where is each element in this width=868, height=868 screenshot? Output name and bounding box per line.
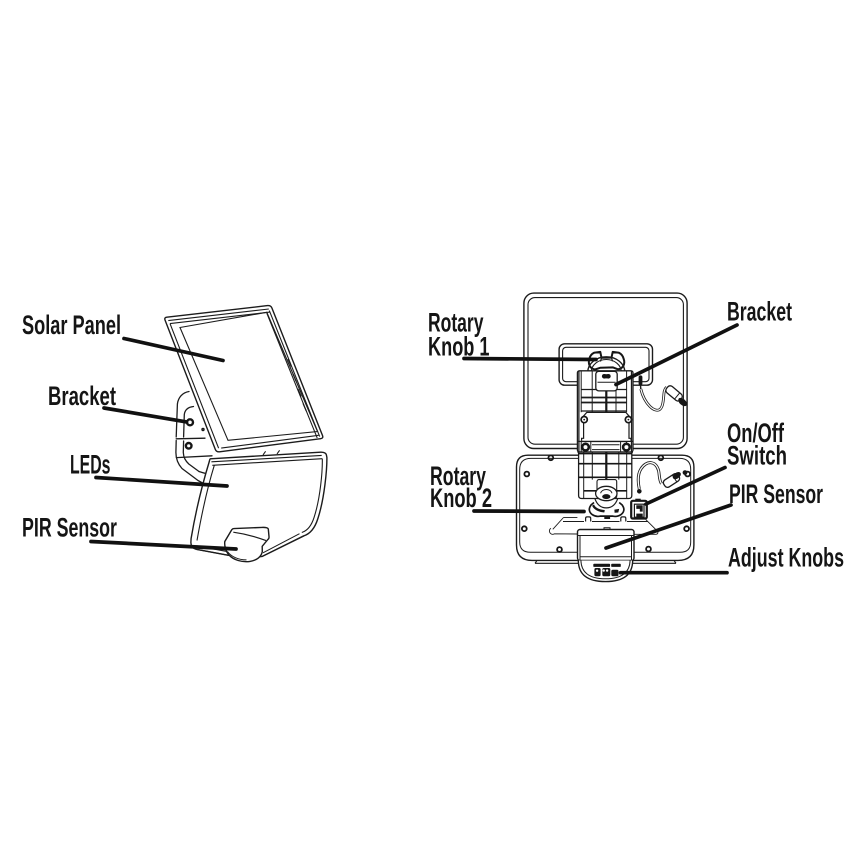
svg-text:PIR Sensor: PIR Sensor <box>22 513 117 543</box>
svg-text:Knob 1: Knob 1 <box>428 332 490 362</box>
svg-text:Rotary: Rotary <box>430 461 486 491</box>
svg-text:Bracket: Bracket <box>48 381 116 411</box>
svg-text:Adjust Knobs: Adjust Knobs <box>728 543 844 573</box>
svg-text:Knob 2: Knob 2 <box>430 483 492 513</box>
svg-text:Switch: Switch <box>727 441 787 471</box>
svg-text:On/Off: On/Off <box>727 418 784 448</box>
svg-text:LEDs: LEDs <box>70 450 111 480</box>
svg-text:Bracket: Bracket <box>727 297 792 327</box>
svg-text:Rotary: Rotary <box>428 308 484 338</box>
svg-text:PIR Sensor: PIR Sensor <box>729 479 823 509</box>
svg-text:Solar Panel: Solar Panel <box>22 310 121 340</box>
